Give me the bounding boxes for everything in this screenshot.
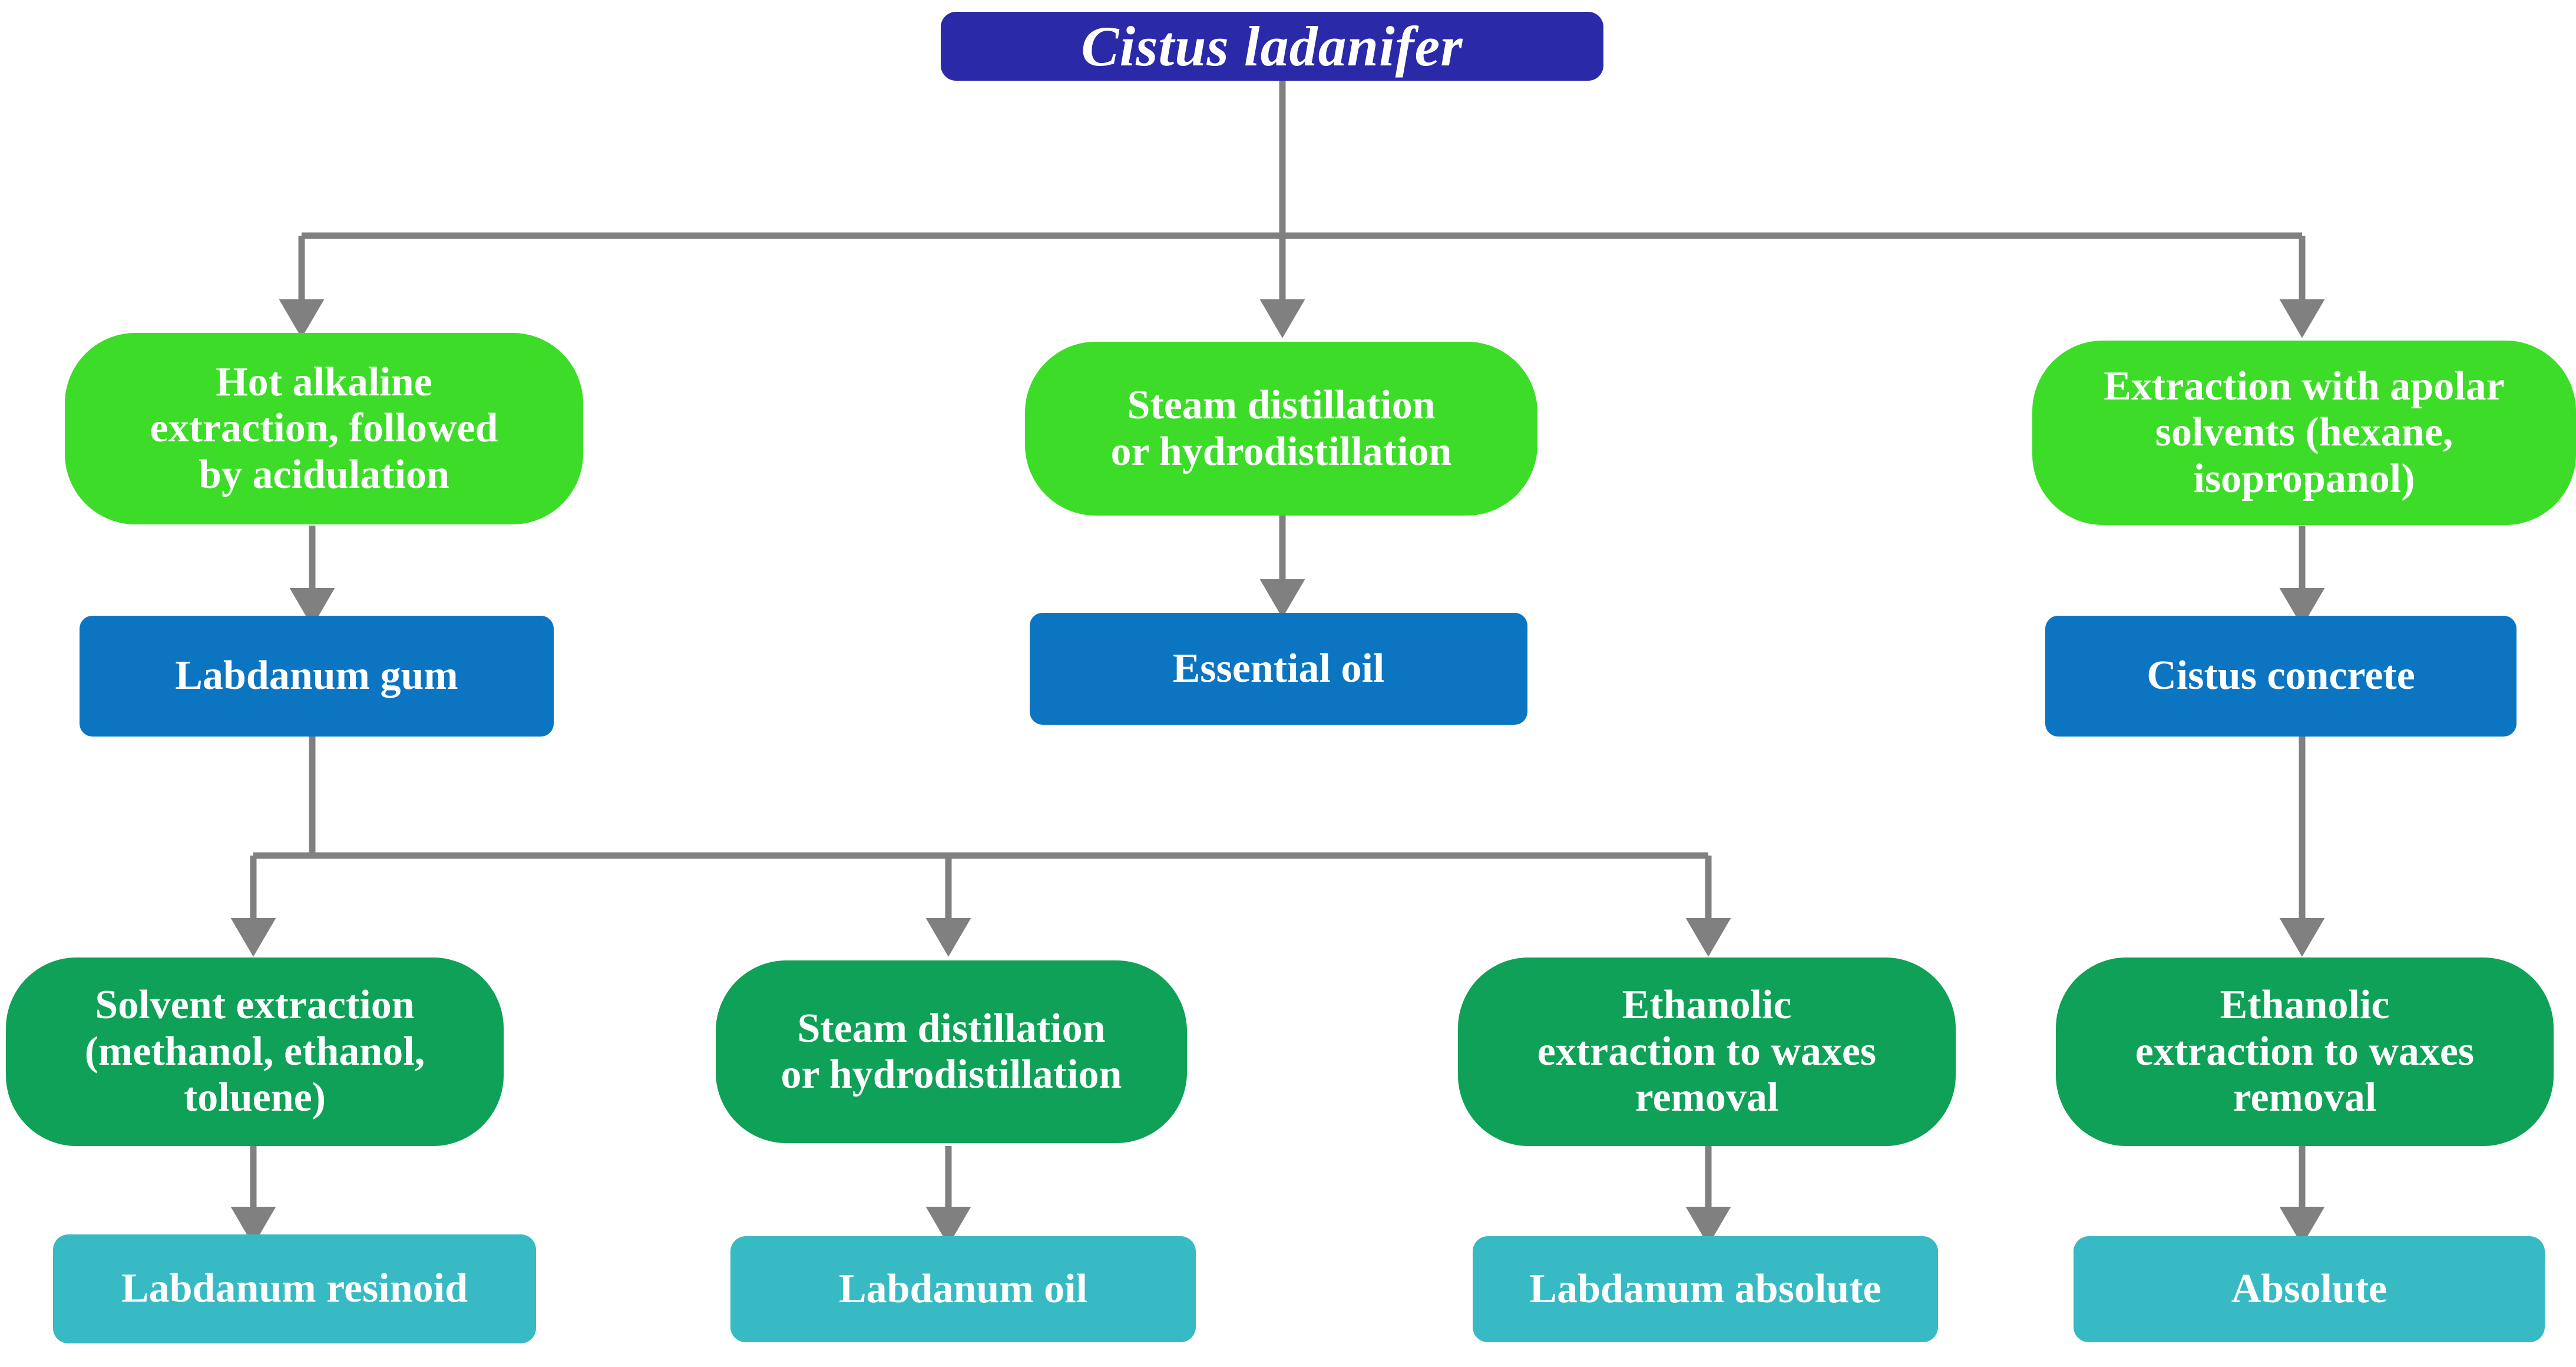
node-product-cistus-concrete[interactable]: Cistus concrete <box>2045 616 2517 737</box>
node-method-steam-distillation-top[interactable]: Steam distillation or hydrodistillation <box>1025 342 1537 516</box>
node-product-labdanum-oil[interactable]: Labdanum oil <box>730 1236 1196 1342</box>
node-method-solvent-extraction[interactable]: Solvent extraction (methanol, ethanol, t… <box>6 957 504 1146</box>
node-method-steam-distillation-bottom[interactable]: Steam distillation or hydrodistillation <box>716 960 1187 1143</box>
node-method-extraction-apolar-solvents[interactable]: Extraction with apolar solvents (hexane,… <box>2032 341 2576 525</box>
node-method-ethanolic-extraction-waxes-2[interactable]: Ethanolic extraction to waxes removal <box>2056 957 2554 1146</box>
node-root-cistus-ladanifer[interactable]: Cistus ladanifer <box>941 12 1603 81</box>
node-product-labdanum-resinoid[interactable]: Labdanum resinoid <box>53 1234 536 1343</box>
node-product-labdanum-absolute[interactable]: Labdanum absolute <box>1473 1236 1938 1342</box>
node-method-ethanolic-extraction-waxes-1[interactable]: Ethanolic extraction to waxes removal <box>1458 957 1956 1146</box>
node-product-essential-oil[interactable]: Essential oil <box>1030 613 1527 725</box>
node-product-labdanum-gum[interactable]: Labdanum gum <box>80 616 554 737</box>
node-product-absolute[interactable]: Absolute <box>2074 1236 2545 1342</box>
node-method-hot-alkaline-extraction[interactable]: Hot alkaline extraction, followed by aci… <box>65 333 583 524</box>
